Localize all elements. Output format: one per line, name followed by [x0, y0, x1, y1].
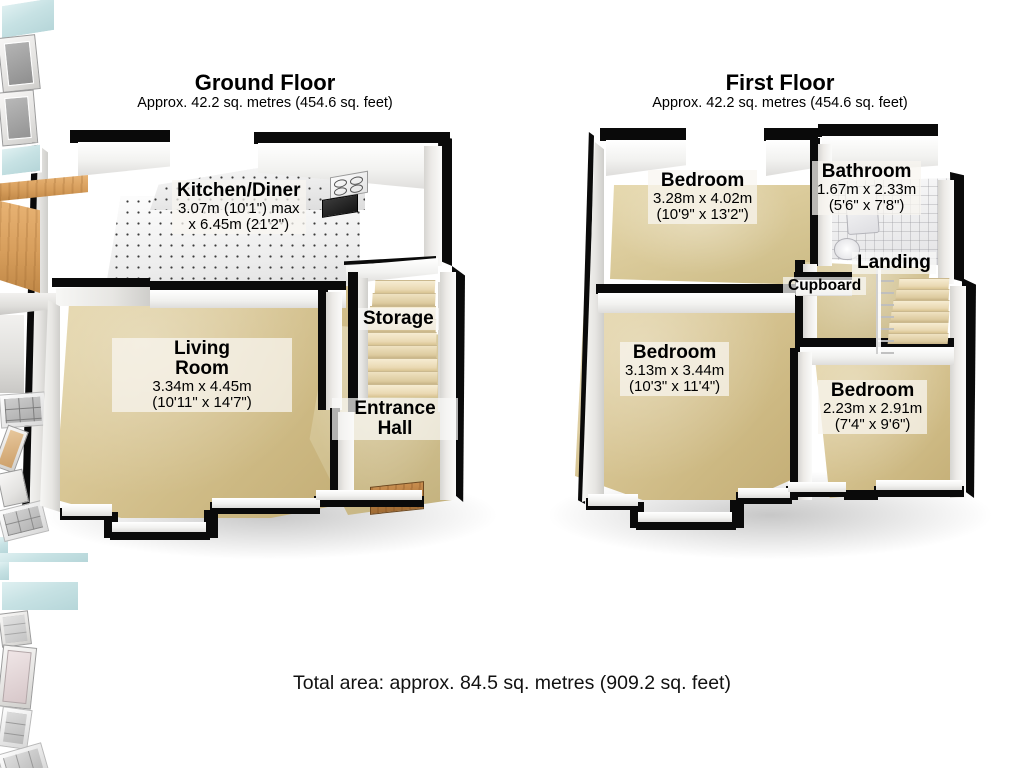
first-front-wall-cap-8: [874, 486, 964, 497]
cupboard-wall-face: [796, 280, 852, 296]
ground-front-wall-cap-6: [314, 496, 424, 507]
first-front-wall-face-5: [876, 480, 962, 490]
bedroom2-bedroom3-divider-cap: [790, 348, 800, 500]
storage-wall-cap: [344, 256, 436, 265]
ground-right-wall-face-lower: [440, 272, 456, 500]
landing-bedroom2-divider-cap: [795, 260, 805, 362]
kitchen-french-door-left[interactable]: [0, 34, 41, 93]
bedroom1-window: [0, 580, 80, 612]
first-front-wall-cap-4: [730, 500, 744, 528]
kitchen-worktop-side: [0, 201, 40, 293]
ground-top-wall-cap-right: [254, 132, 450, 144]
ground-front-wall-face-2: [112, 522, 206, 532]
ground-floor-title: Ground Floor: [194, 70, 336, 95]
living-room-floor: [55, 286, 355, 518]
living-back-wall-face: [56, 284, 150, 306]
total-area-text: Total area: approx. 84.5 sq. metres (909…: [293, 672, 731, 694]
hall-lower-wall-face: [338, 412, 354, 498]
bay-window-glass-front: [0, 553, 88, 562]
kitchen-unit-front-side: [0, 315, 24, 393]
bedroom2-door[interactable]: [0, 706, 33, 750]
first-floor-subtitle: Approx. 42.2 sq. metres (454.6 sq. feet): [652, 95, 908, 111]
bay-window-glass-left: [0, 537, 8, 553]
ground-staircase: [361, 280, 446, 408]
kitchen-unit-front-back: [0, 293, 60, 315]
ground-top-wall-cap-left: [70, 130, 170, 143]
bathroom-bath: [844, 184, 880, 236]
bedroom1-floor: [610, 185, 810, 285]
landing-bedroom3-divider-face: [800, 347, 954, 365]
bathroom-toilet: [834, 238, 860, 260]
cupboard-wall-cap: [794, 272, 852, 281]
ground-floor-subtitle: Approx. 42.2 sq. metres (454.6 sq. feet): [137, 95, 393, 111]
living-room-window[interactable]: [0, 391, 48, 429]
first-front-wall-face-1: [588, 494, 638, 506]
hall-lower-wall-cap: [330, 408, 340, 498]
first-front-wall-cap-7: [844, 490, 878, 500]
first-front-wall-face-3: [738, 488, 790, 498]
ground-front-wall-face-3: [212, 498, 320, 508]
bay-window-glass-right: [0, 562, 9, 580]
first-front-wall-face-4: [788, 482, 846, 492]
first-front-wall-face-2: [638, 512, 732, 522]
ground-front-wall-cap-4: [204, 510, 218, 538]
living-hall-divider-cap: [318, 288, 328, 410]
kitchen-window-glass-2: [0, 142, 42, 178]
kitchen-french-door-right[interactable]: [0, 89, 39, 147]
ground-front-wall-face-4: [316, 490, 422, 500]
cupboard-door[interactable]: [0, 610, 32, 648]
kitchen-living-divider-cap: [148, 281, 346, 291]
first-right-wall-face-upper: [938, 180, 954, 284]
first-staircase: [887, 278, 956, 356]
living-hall-divider-face: [326, 292, 342, 410]
landing-banister: [876, 264, 894, 354]
bedroom2-floor: [575, 300, 800, 500]
bedroom1-bathroom-divider-face: [818, 144, 832, 266]
first-right-wall-face-lower: [950, 286, 966, 498]
bedroom1-bedroom2-divider-cap: [596, 284, 812, 294]
ground-front-wall-face-1: [62, 504, 112, 516]
kitchen-living-divider-face: [150, 290, 346, 308]
living-back-wall-cap: [52, 278, 150, 287]
stair-stringer-left-cap: [348, 272, 358, 412]
bedroom2-bedroom3-divider-face: [798, 352, 812, 500]
bedroom3-floor: [814, 348, 963, 498]
first-top-wall-cap-left: [600, 128, 686, 141]
first-floor-title: First Floor: [725, 70, 835, 95]
ground-right-wall-face-upper: [424, 146, 442, 266]
bedroom1-bedroom2-divider-face: [598, 293, 812, 313]
first-top-wall-cap-right: [818, 124, 938, 137]
ground-top-wall-face-left: [78, 142, 170, 176]
first-top-wall-cap-mid: [764, 128, 818, 141]
